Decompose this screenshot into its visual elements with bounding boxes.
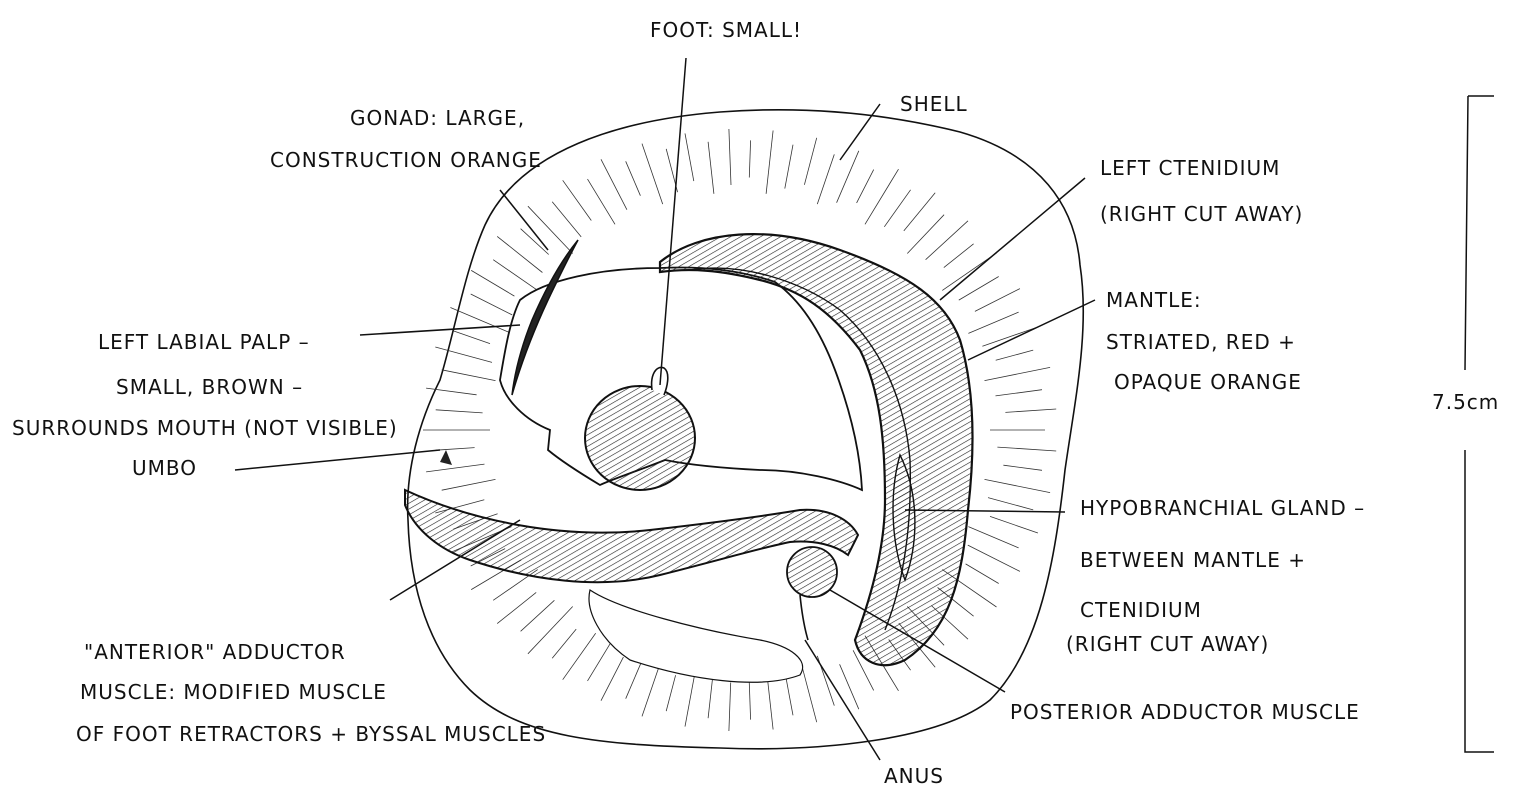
- shell-striation: [708, 142, 714, 194]
- foot-muscle: [585, 386, 695, 490]
- shell-striation: [966, 564, 999, 584]
- shell-striation: [985, 479, 1051, 492]
- label-hypobranchial-line4: (RIGHT CUT AWAY): [1066, 632, 1269, 656]
- label-labial-palp-line3: SURROUNDS MOUTH (NOT VISIBLE): [12, 416, 398, 440]
- label-mantle-line1: MANTLE:: [1106, 288, 1202, 312]
- shell-striation: [528, 206, 573, 253]
- label-gonad-line2: CONSTRUCTION ORANGE: [270, 148, 542, 172]
- shell-striation: [802, 668, 816, 722]
- shell-striation: [968, 527, 1018, 548]
- leader-left-ctenidium: [940, 178, 1085, 300]
- label-posterior: POSTERIOR ADDUCTOR MUSCLE: [1010, 700, 1360, 724]
- shell-striation: [493, 260, 538, 291]
- shell-striation: [982, 327, 1038, 346]
- shell-striation: [804, 138, 816, 185]
- shell-striation: [975, 289, 1020, 312]
- label-anus: ANUS: [884, 764, 944, 788]
- shell-striation: [442, 479, 496, 490]
- scale-bar-top: [1465, 96, 1494, 370]
- shell-striation: [685, 671, 695, 726]
- leader-mantle: [968, 300, 1095, 360]
- shell-striation: [926, 221, 968, 260]
- label-left-ctenidium-line1: LEFT CTENIDIUM: [1100, 156, 1280, 180]
- shell-striation: [426, 464, 484, 472]
- label-foot: FOOT: SMALL!: [650, 18, 802, 42]
- shell-striation: [904, 193, 935, 231]
- anus-tube: [800, 595, 808, 640]
- shell-striation: [601, 159, 627, 209]
- shell-striation: [642, 144, 663, 205]
- shell-striation: [436, 410, 483, 413]
- shell-striation: [497, 592, 536, 623]
- scale-bar-bottom: [1465, 450, 1494, 752]
- label-hypobranchial-line1: HYPOBRANCHIAL GLAND –: [1080, 496, 1365, 520]
- shell-striation: [471, 294, 513, 315]
- shell-striation: [857, 170, 874, 203]
- shell-striation: [996, 390, 1043, 396]
- shell-striation: [666, 675, 675, 711]
- shell-striation: [817, 154, 834, 204]
- shell-striation: [837, 151, 859, 203]
- shell-striation: [785, 145, 793, 189]
- label-hypobranchial-line2: BETWEEN MANTLE +: [1080, 548, 1306, 572]
- shell-striation: [1005, 409, 1056, 412]
- shell-striation: [985, 367, 1051, 380]
- shell-striation: [1003, 465, 1042, 470]
- label-labial-palp-line2: SMALL, BROWN –: [116, 375, 303, 399]
- shell-striation: [749, 140, 750, 177]
- shell-striation: [435, 347, 492, 362]
- shell-striation: [563, 180, 592, 220]
- label-hypobranchial-line3: CTENIDIUM: [1080, 598, 1202, 622]
- shell-striation: [968, 312, 1018, 333]
- shell-striation: [453, 331, 490, 344]
- shell-striation: [528, 607, 573, 654]
- label-gonad-line1: GONAD: LARGE,: [350, 106, 525, 130]
- shell-striation: [471, 270, 514, 296]
- posterior-adductor-muscle: [787, 547, 837, 597]
- shell-striation: [588, 179, 616, 224]
- label-left-ctenidium-line2: (RIGHT CUT AWAY): [1100, 202, 1303, 226]
- shell-striation: [685, 133, 694, 181]
- shell-striation: [552, 202, 581, 237]
- shell-striation: [601, 657, 623, 701]
- shell-striation: [521, 600, 555, 631]
- label-mantle-line2: STRIATED, RED +: [1106, 330, 1296, 354]
- shell-striation: [990, 516, 1038, 533]
- shell-striation: [944, 244, 974, 268]
- shell-striation: [729, 683, 731, 732]
- shell-striation: [552, 629, 576, 658]
- leader-umbo: [235, 450, 440, 470]
- shell-striation: [563, 633, 596, 680]
- shell-striation: [988, 498, 1033, 510]
- label-anterior-line1: "ANTERIOR" ADDUCTOR: [84, 640, 346, 664]
- shell-striation: [436, 448, 475, 451]
- inner-cutaway: [589, 590, 803, 682]
- label-labial-palp-line1: LEFT LABIAL PALP –: [98, 330, 310, 354]
- label-anterior-line3: OF FOOT RETRACTORS + BYSSAL MUSCLES: [76, 722, 546, 746]
- shell-striation: [766, 131, 773, 194]
- shell-striation: [840, 664, 859, 709]
- shell-striation: [442, 370, 496, 381]
- shell-striation: [996, 350, 1033, 360]
- shell-striation: [997, 447, 1056, 451]
- label-scale: 7.5cm: [1432, 390, 1499, 414]
- shell-striation: [968, 545, 1020, 571]
- leader-labial-palp: [360, 325, 520, 335]
- umbo-mark: [440, 450, 452, 465]
- label-shell: SHELL: [900, 92, 968, 116]
- shell-striation: [786, 679, 793, 715]
- label-anterior-line2: MUSCLE: MODIFIED MUSCLE: [80, 680, 387, 704]
- shell-striation: [884, 190, 910, 227]
- shell-striation: [729, 129, 731, 185]
- shell-striation: [626, 161, 641, 195]
- label-umbo: UMBO: [132, 456, 197, 480]
- label-mantle-line3: OPAQUE ORANGE: [1114, 370, 1302, 394]
